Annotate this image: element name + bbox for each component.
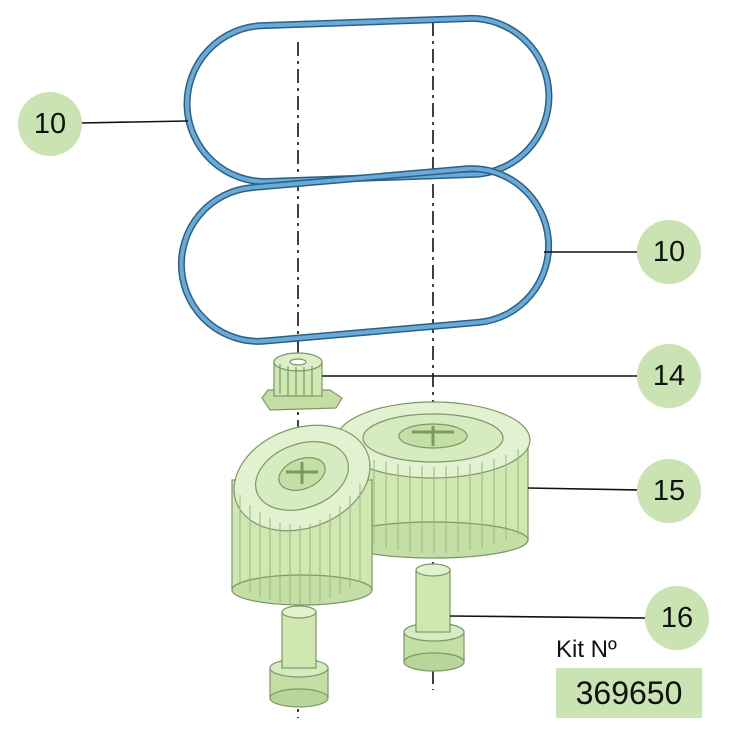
gear-right xyxy=(335,401,531,559)
leader-16 xyxy=(449,615,647,619)
callout-label: 10 xyxy=(652,235,686,268)
shaft-right xyxy=(403,563,465,672)
belt-lower xyxy=(177,165,553,345)
shaft-left xyxy=(269,605,329,708)
leader-15 xyxy=(527,487,641,491)
kit-label: Kit Nº xyxy=(556,636,617,663)
callout-16: 16 xyxy=(645,586,709,650)
pinion-gear xyxy=(261,352,343,411)
callout-14: 14 xyxy=(637,344,701,408)
leader-10-upper xyxy=(79,120,189,124)
gear-left xyxy=(231,424,373,606)
callout-10-lower: 10 xyxy=(637,220,701,284)
kit-number: 369650 xyxy=(575,674,683,711)
callout-15: 15 xyxy=(637,459,701,523)
callout-label: 14 xyxy=(652,359,686,392)
callout-10-upper: 10 xyxy=(18,92,82,156)
callout-label: 16 xyxy=(660,601,694,634)
belt-upper xyxy=(183,14,553,186)
kit-number-box: 369650 xyxy=(556,668,702,718)
leader-lines xyxy=(79,120,647,619)
callout-label: 15 xyxy=(652,474,686,507)
callout-label: 10 xyxy=(33,107,67,140)
